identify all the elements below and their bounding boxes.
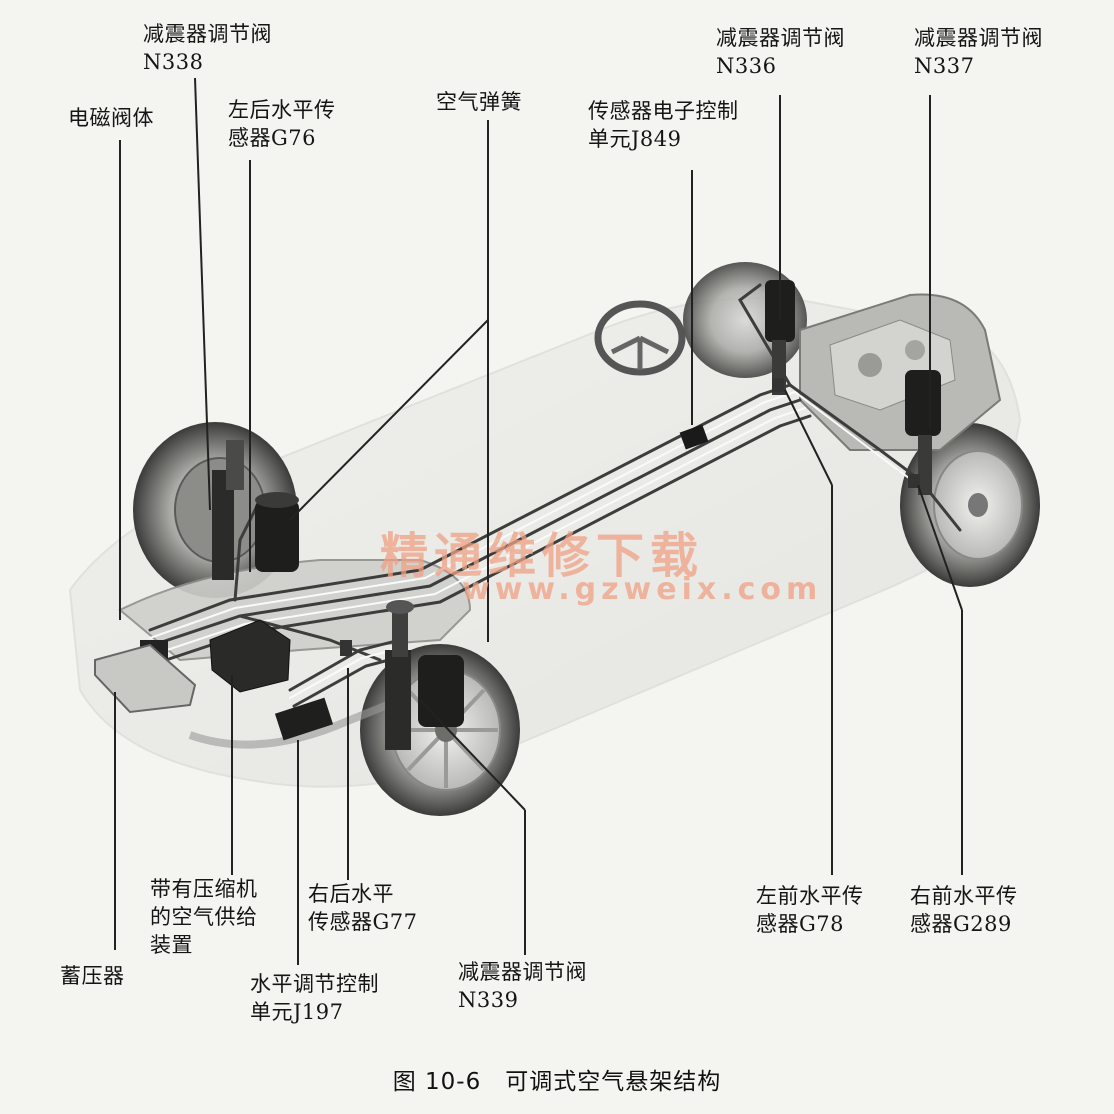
- label-supply-unit: 带有压缩机 的空气供给 装置: [150, 877, 258, 957]
- engine-block: [799, 293, 1002, 451]
- front-right-strut: [905, 370, 941, 495]
- figure-caption: 图 10-6 可调式空气悬架结构: [392, 1069, 722, 1095]
- label-n336: 减震器调节阀 N336: [716, 26, 845, 78]
- label-g77: 右后水平 传感器G77: [308, 882, 418, 934]
- watermark-url: www.gzweix.com: [462, 572, 823, 607]
- j197-unit: [274, 697, 334, 741]
- leader-lines: [114, 77, 963, 965]
- label-j197: 水平调节控制 单元J197: [250, 972, 379, 1024]
- steering-wheel: [594, 300, 686, 376]
- label-n338: 减震器调节阀 N338: [143, 22, 272, 74]
- watermark-cn: 精通维修下载: [380, 528, 705, 584]
- label-solenoid-block: 电磁阀体: [68, 106, 154, 130]
- g77-sensor: [340, 640, 352, 656]
- label-accumulator: 蓄压器: [60, 964, 125, 988]
- label-g76: 左后水平传 感器G76: [228, 98, 336, 150]
- compressor-unit: [209, 619, 291, 693]
- label-g289: 右前水平传 感器G289: [910, 884, 1018, 936]
- label-g78: 左前水平传 感器G78: [756, 884, 864, 936]
- label-n339: 减震器调节阀 N339: [458, 960, 587, 1012]
- label-n337: 减震器调节阀 N337: [914, 26, 1043, 78]
- rear-left-strut: [212, 440, 299, 580]
- front-right-wheel: [900, 423, 1040, 587]
- g289-sensor: [908, 474, 920, 488]
- g78-sensor: [772, 378, 784, 392]
- label-j849: 传感器电子控制 单元J849: [588, 99, 739, 151]
- j849-unit: [679, 424, 709, 450]
- label-air-spring: 空气弹簧: [436, 90, 522, 114]
- accumulator-tank: [94, 643, 197, 714]
